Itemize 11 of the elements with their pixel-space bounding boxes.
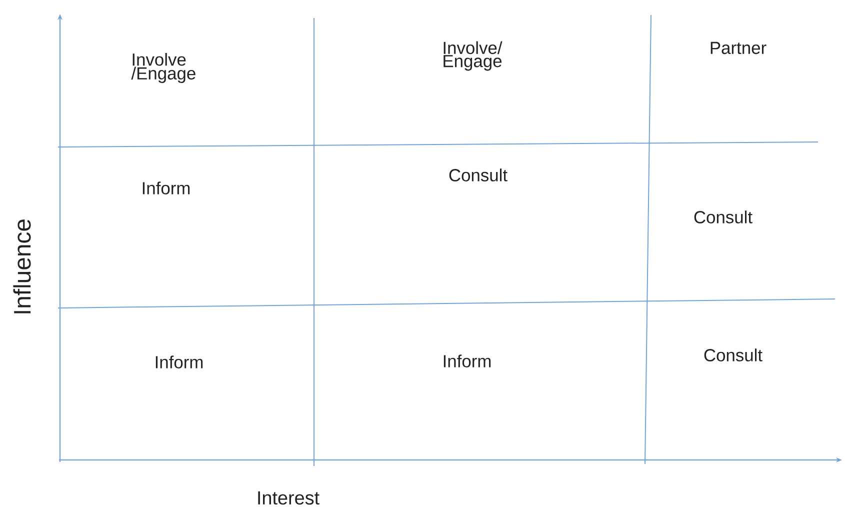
cell-label: Inform xyxy=(156,356,203,368)
cell-label: Consult xyxy=(449,168,508,182)
cell-label: Partner xyxy=(710,42,766,54)
cell-label: Consult xyxy=(694,210,752,224)
axis-label: Influence xyxy=(13,220,31,314)
cell-label: Inform xyxy=(444,354,491,368)
cell-label: Involve /Engage xyxy=(131,52,196,84)
cell-label: Involve/ Engage xyxy=(444,41,502,71)
cell-label: Consult xyxy=(704,348,762,362)
cell-label: Inform xyxy=(142,182,190,194)
axis-label: Interest xyxy=(258,491,320,505)
